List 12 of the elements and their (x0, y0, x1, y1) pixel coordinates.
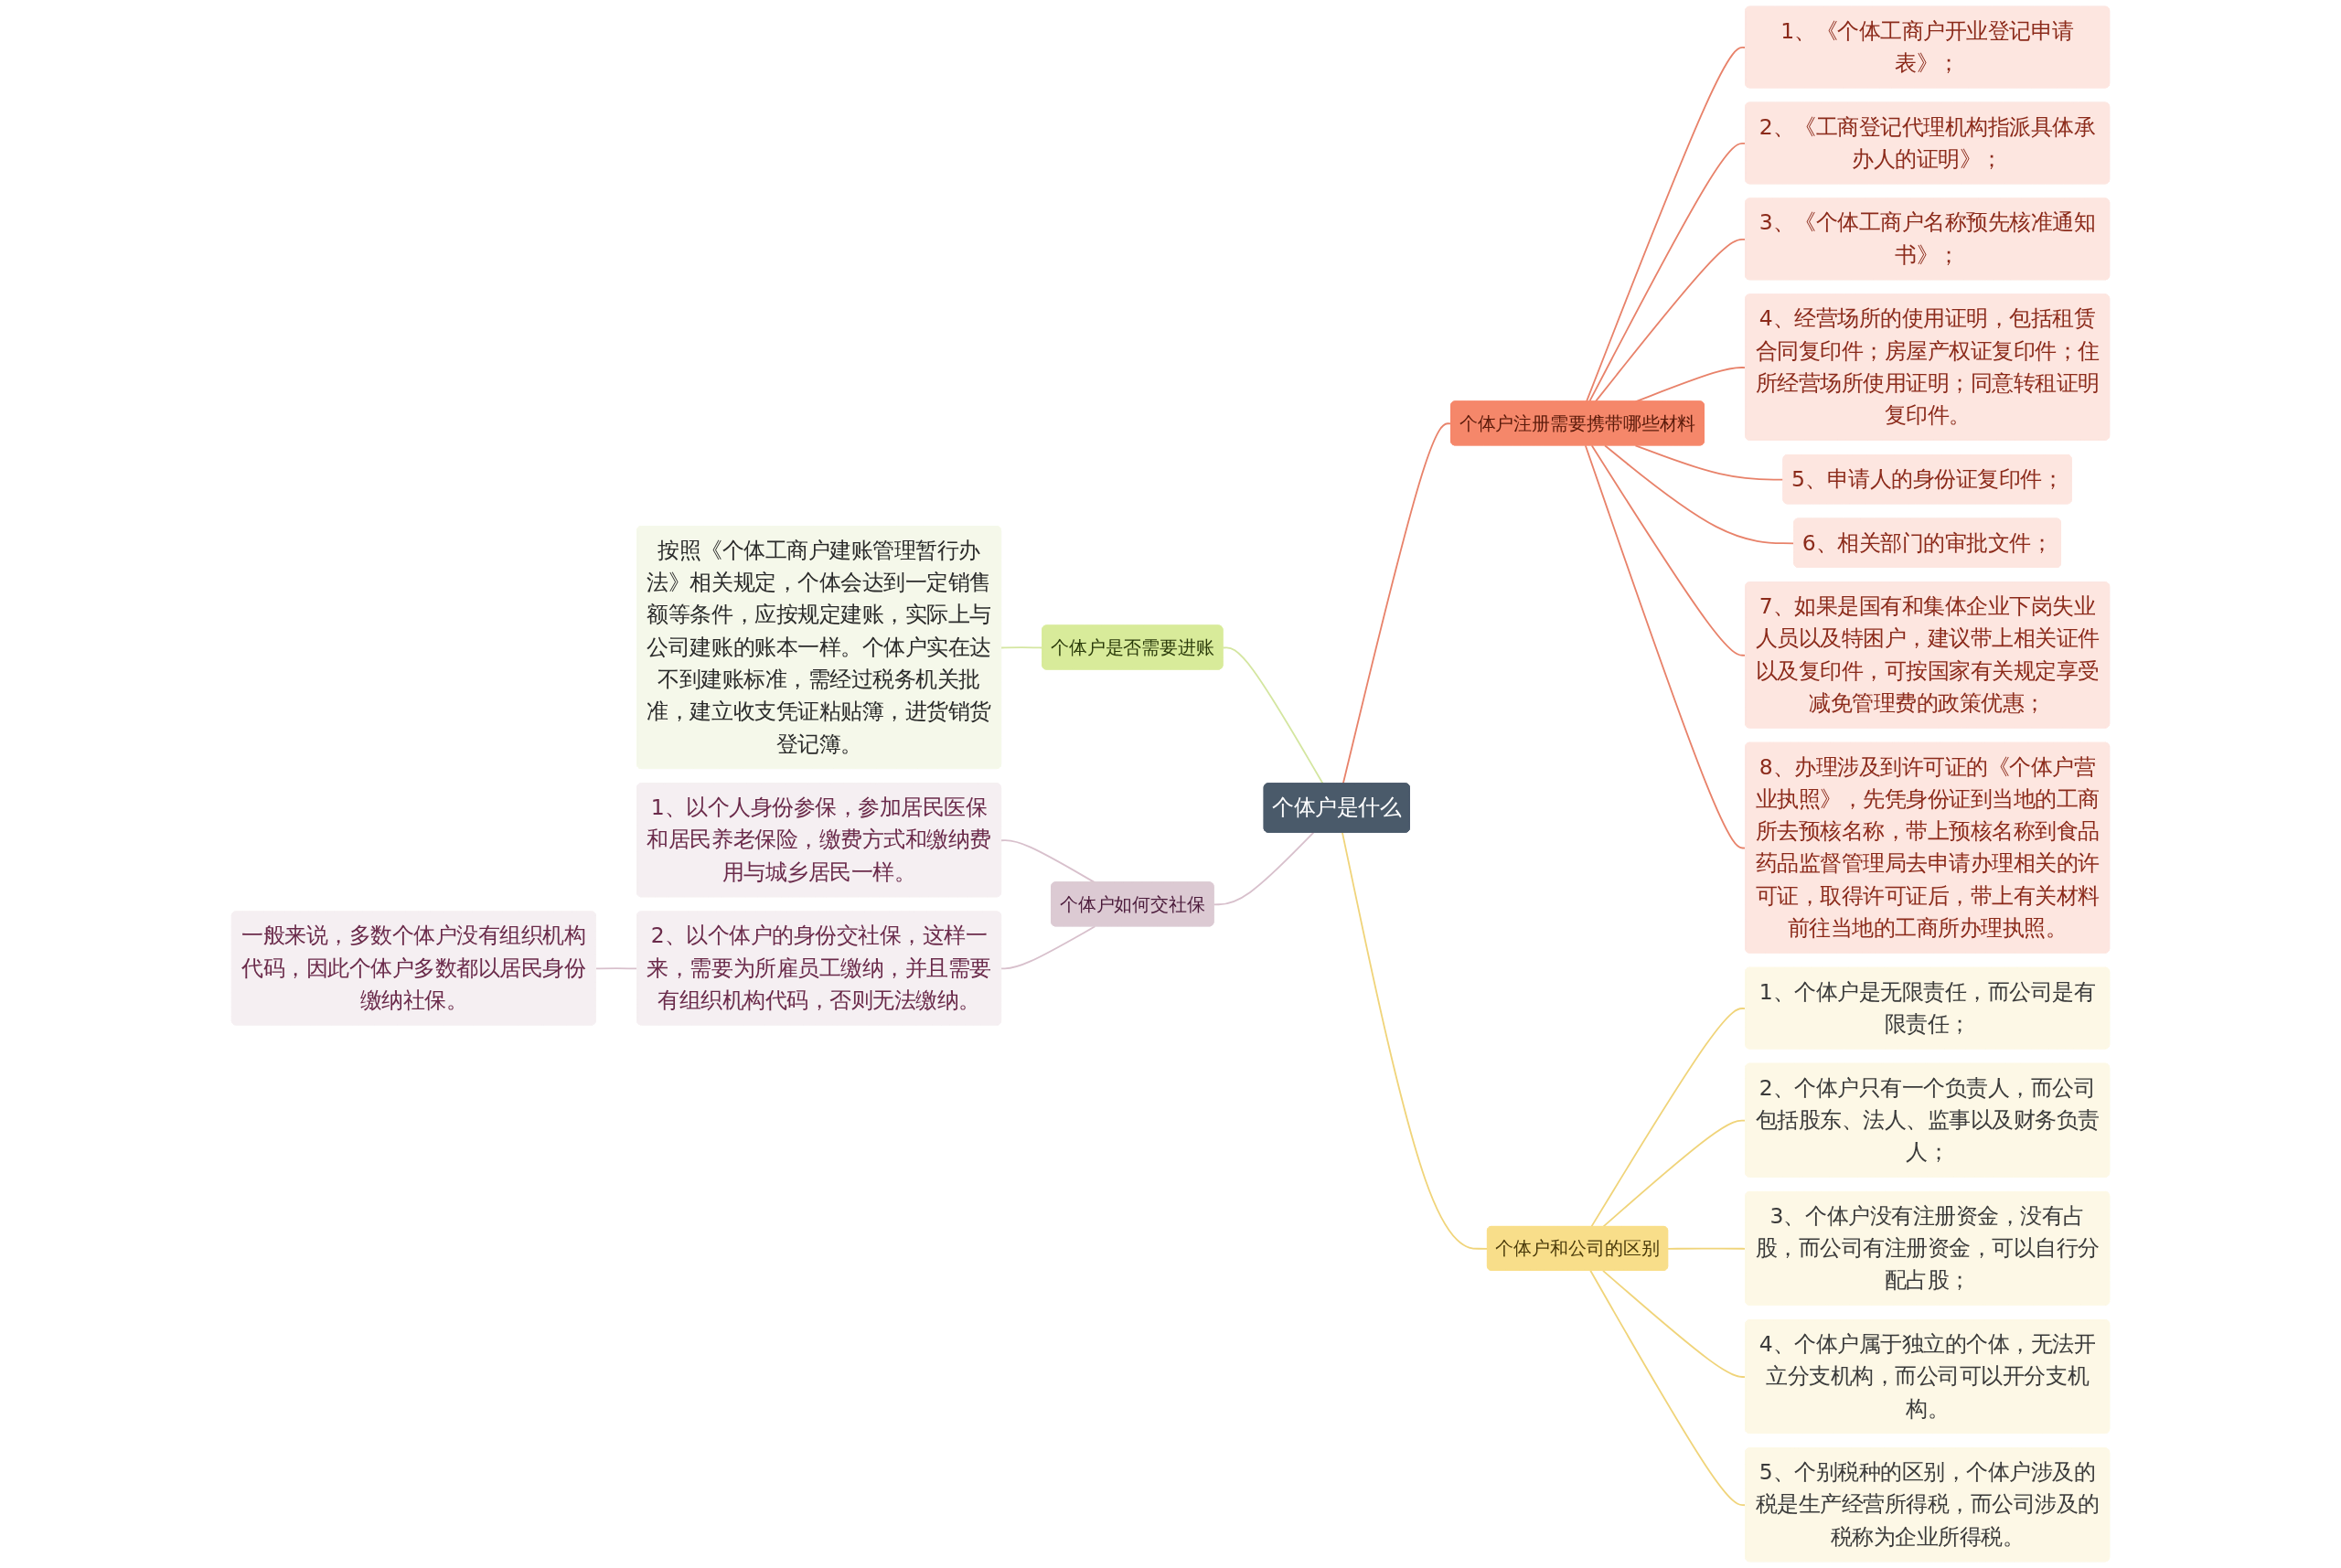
connector (1602, 1269, 1747, 1378)
connector (1602, 1119, 1747, 1228)
connector (1667, 1247, 1747, 1250)
connector (1584, 444, 1747, 849)
connector (1589, 1269, 1747, 1507)
connector (1000, 925, 1096, 970)
connector (594, 967, 638, 970)
connector (1634, 444, 1785, 481)
connector (1342, 831, 1489, 1250)
connector (1213, 831, 1315, 906)
connector (1590, 1008, 1747, 1228)
connector (1590, 444, 1747, 656)
